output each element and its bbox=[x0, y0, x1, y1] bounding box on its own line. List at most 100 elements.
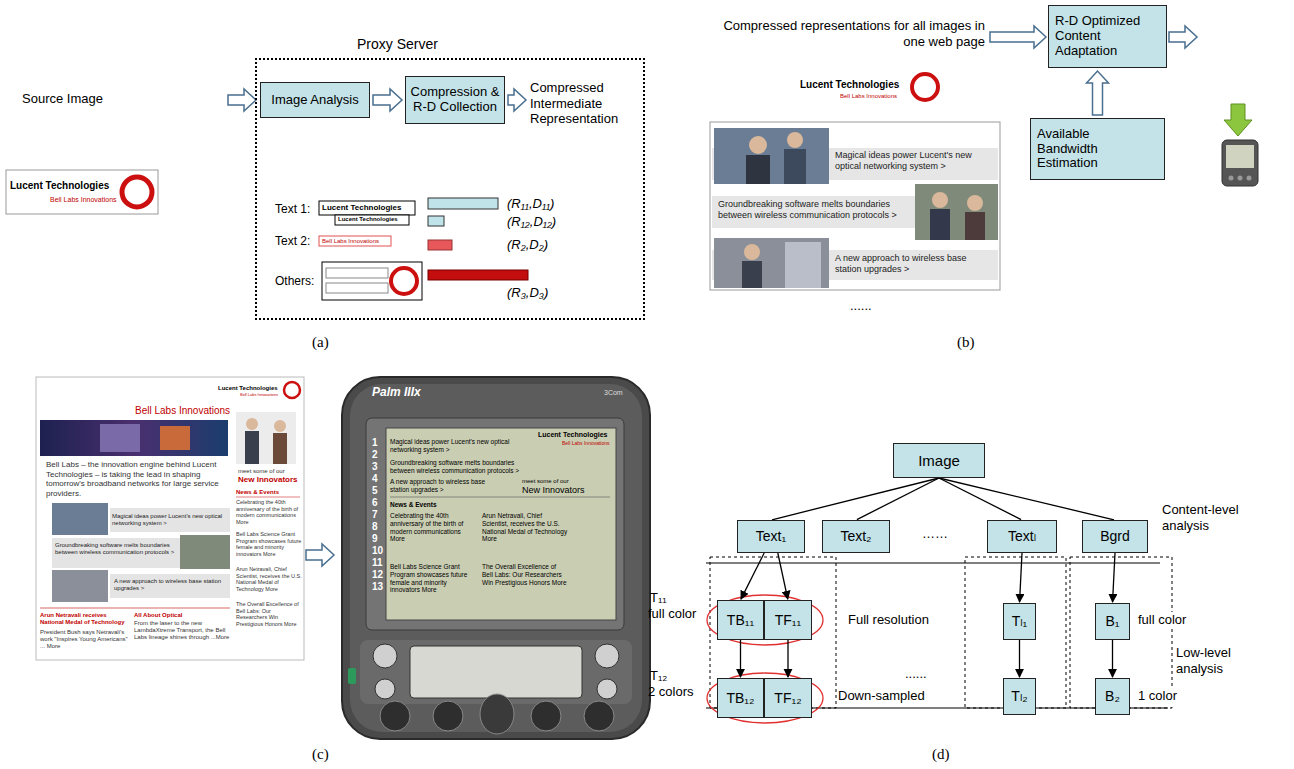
web-page-thumbnail bbox=[273, 433, 287, 464]
page-text: President Bush says Netravali's work "In… bbox=[40, 629, 130, 651]
logo-mark bbox=[912, 74, 938, 100]
screen-text: Bell Labs Science Grant Program showcase… bbox=[390, 563, 474, 594]
palm-device bbox=[531, 701, 561, 731]
text-sample: Lucent Technologies bbox=[322, 203, 401, 213]
row-label: Text 2: bbox=[275, 234, 310, 248]
analysis-frame bbox=[707, 595, 823, 645]
screen-text: Celebrating the 40th anniversary of the … bbox=[390, 512, 474, 543]
box-label: Image bbox=[918, 452, 960, 469]
page-heading: News & Events bbox=[236, 489, 279, 496]
logo-text: Bell Labs Innovations bbox=[240, 393, 278, 398]
tree-connector bbox=[939, 478, 1114, 520]
box-label: Available Bandwidth Estimation bbox=[1037, 127, 1129, 172]
tree-node: Textₗ bbox=[987, 520, 1057, 553]
download-arrow bbox=[1224, 104, 1252, 136]
web-page-image bbox=[710, 122, 1000, 290]
ellipsis: …… bbox=[922, 526, 948, 542]
row-label: Others: bbox=[275, 274, 314, 288]
tree-connector bbox=[1112, 640, 1113, 677]
download-arrow bbox=[1224, 104, 1252, 136]
palm-icon bbox=[1226, 145, 1254, 168]
palm-device bbox=[348, 668, 356, 684]
text-sample-frame bbox=[335, 215, 409, 225]
line-number: 1 bbox=[372, 437, 378, 449]
web-page-image bbox=[746, 155, 770, 184]
box-label: Text₁ bbox=[756, 528, 786, 544]
rd-pair: (R₂,D₂) bbox=[507, 237, 548, 253]
text-sample-frame bbox=[319, 201, 415, 246]
rd-pair: (R₃,D₃) bbox=[507, 285, 548, 301]
analysis-frame bbox=[706, 557, 1172, 723]
palm-icon bbox=[1247, 176, 1252, 181]
web-page-thumbnail bbox=[274, 420, 286, 432]
web-page-thumbnail bbox=[36, 377, 304, 660]
panel-caption: (a) bbox=[312, 333, 329, 351]
output-label: Compressed Intermediate Representation bbox=[530, 80, 640, 127]
box-label: Bgrd bbox=[1100, 528, 1130, 544]
level-name: 2 colors bbox=[648, 684, 694, 700]
palm-device bbox=[410, 646, 582, 698]
tree-connector bbox=[1019, 640, 1020, 677]
panel-caption: (c) bbox=[312, 745, 329, 763]
palm-device bbox=[390, 497, 610, 498]
web-page-image bbox=[967, 195, 983, 211]
text-sample-frame bbox=[319, 236, 391, 246]
logo-text: Bell Labs Innovations bbox=[840, 93, 897, 100]
layer-box: TB₁₁ bbox=[717, 600, 764, 640]
layer-box: B₂ bbox=[1095, 678, 1130, 715]
web-page-image bbox=[744, 244, 760, 260]
line-number: 8 bbox=[372, 521, 378, 533]
source-logo bbox=[6, 170, 158, 214]
box-label: TB₁₁ bbox=[727, 612, 754, 628]
input-label: Source Image bbox=[22, 91, 103, 107]
others-sample bbox=[326, 283, 388, 293]
tree-connector bbox=[1113, 553, 1115, 602]
layer-box: TF₁₂ bbox=[764, 678, 812, 718]
level-note: Down-sampled bbox=[838, 688, 925, 704]
level-name: T₁₁ bbox=[650, 590, 667, 606]
row-label: Text 1: bbox=[275, 202, 310, 216]
box-label: R-D Optimized Content Adaptation bbox=[1055, 14, 1160, 59]
web-page-thumbnail bbox=[160, 426, 190, 450]
layer-box: TF₁₁ bbox=[764, 600, 812, 640]
line-number: 7 bbox=[372, 509, 378, 521]
level-name: T₁₂ bbox=[650, 668, 667, 684]
tree-node: Text₂ bbox=[822, 520, 890, 553]
device-brand: Palm IIIx bbox=[372, 385, 421, 399]
hollow-arrow bbox=[228, 89, 256, 111]
layer-box: B₁ bbox=[1095, 603, 1130, 640]
others-sample bbox=[326, 268, 388, 278]
rd-pair: (R₁₁,D₁₁) bbox=[507, 196, 554, 212]
process-box: R-D Optimized Content Adaptation bbox=[1048, 5, 1167, 68]
level-name: full color bbox=[648, 606, 696, 622]
teaser-text: Magical ideas power Lucent's new optical… bbox=[112, 513, 227, 527]
panel-caption: (d) bbox=[932, 745, 950, 763]
tree-connector bbox=[741, 553, 764, 599]
tree-connector bbox=[1020, 553, 1022, 602]
level-note: 1 color bbox=[1136, 688, 1179, 704]
web-page-thumbnail bbox=[110, 574, 230, 598]
web-page-thumbnail bbox=[36, 377, 304, 660]
teaser-text: Groundbreaking software melts boundaries… bbox=[55, 542, 177, 556]
hollow-arrow bbox=[508, 89, 526, 111]
line-number: 3 bbox=[372, 461, 378, 473]
web-page-thumbnail bbox=[284, 382, 300, 398]
screen-text: Groundbreaking software melts boundaries… bbox=[390, 459, 535, 475]
web-page-image bbox=[932, 192, 948, 208]
page-text: From the laser to the new LambdaXtreme T… bbox=[134, 620, 234, 642]
line-number: 11 bbox=[372, 557, 383, 569]
palm-device bbox=[342, 377, 650, 739]
device-brand: 3Com bbox=[604, 389, 623, 397]
palm-device bbox=[433, 701, 463, 731]
tree-node: Image bbox=[893, 443, 985, 478]
web-page-thumbnail bbox=[246, 418, 258, 430]
box-label: Text₂ bbox=[840, 528, 871, 544]
box-label: TB₁₂ bbox=[726, 690, 754, 706]
tree-connector bbox=[778, 553, 788, 599]
tree-connector bbox=[772, 478, 939, 520]
page-heading: All About Optical bbox=[134, 612, 182, 619]
hollow-arrow bbox=[306, 544, 334, 566]
others-sample bbox=[322, 262, 422, 300]
tree-connector bbox=[740, 640, 741, 677]
